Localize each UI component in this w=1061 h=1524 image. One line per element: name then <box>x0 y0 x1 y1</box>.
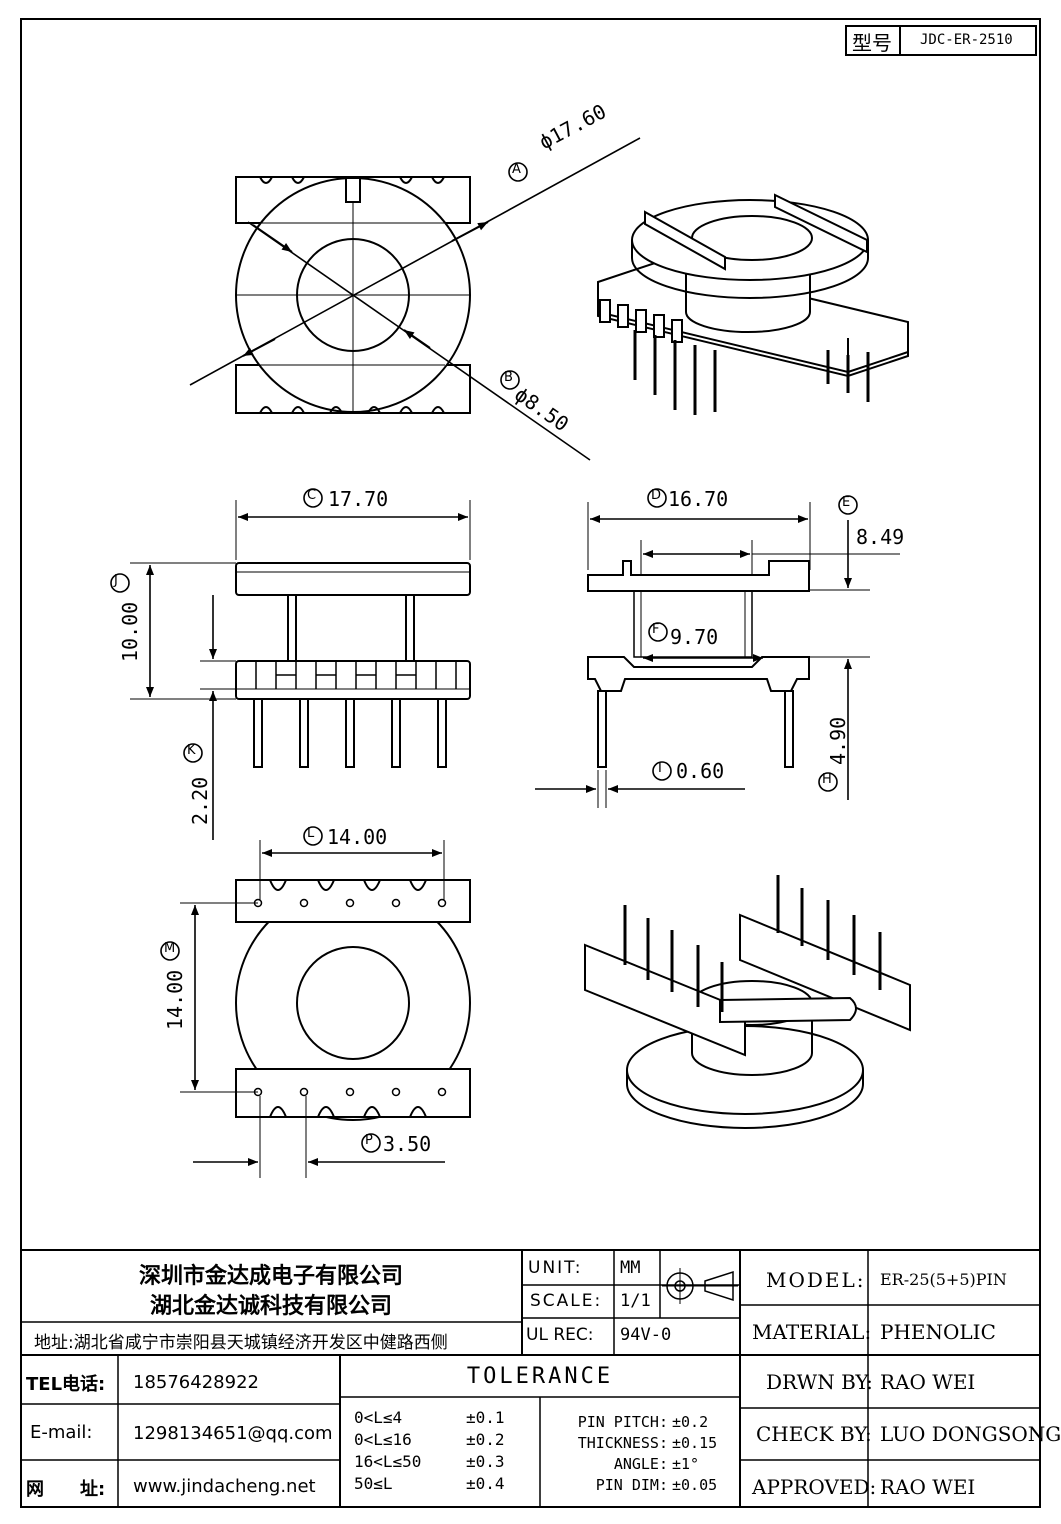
drawn-value: RAO WEI <box>880 1370 976 1394</box>
tolerance-row: 0<L≤4 ±0.1 <box>354 1408 530 1430</box>
isometric-view-bottom <box>584 875 911 1129</box>
company-name-1: 深圳市金达成电子有限公司 <box>138 1264 403 1289</box>
tel-label: TEL电话: <box>26 1374 106 1395</box>
isometric-view-top <box>597 193 909 415</box>
dim-E-letter: E <box>842 495 851 510</box>
web-value: www.jindacheng.net <box>133 1476 316 1497</box>
unit-label: UNIT: <box>528 1258 583 1278</box>
check-value: LUO DONGSONG <box>880 1422 1061 1446</box>
dim-C-value: 17.70 <box>328 487 389 511</box>
dim-L-value: 14.00 <box>327 825 388 849</box>
drawn-label: DRWN BY: <box>766 1370 873 1394</box>
tolerance-range: 0<L≤16 <box>354 1430 412 1449</box>
unit-value: MM <box>620 1258 641 1278</box>
tolerance-value: ±0.2 <box>466 1430 505 1449</box>
model-box <box>845 25 1037 56</box>
dim-I-value: 0.60 <box>676 759 725 783</box>
dim-E-value: 8.49 <box>856 525 905 549</box>
drawing-sheet <box>20 18 1041 1508</box>
check-label: CHECK BY: <box>756 1422 872 1446</box>
special-tol-label: PIN DIM: <box>595 1476 668 1494</box>
scale-value: 1/1 <box>620 1291 651 1311</box>
email-value: 1298134651@qq.com <box>133 1423 333 1444</box>
dim-F-value: 9.70 <box>670 625 719 649</box>
model-value: ER-25(5+5)PIN <box>880 1270 1007 1289</box>
dim-C-letter: C <box>307 488 317 503</box>
special-tol-value: ±0.2 <box>672 1413 709 1431</box>
tolerance-title: TOLERANCE <box>466 1364 614 1389</box>
dim-A-letter: A <box>512 162 521 177</box>
tolerance-value: ±0.3 <box>466 1452 505 1471</box>
approved-value: RAO WEI <box>880 1475 976 1499</box>
material-label: MATERIAL: <box>752 1320 872 1344</box>
special-tol-value: ±0.05 <box>672 1476 718 1494</box>
approved-label: APPROVED: <box>752 1475 877 1499</box>
tolerance-row: 16<L≤50 ±0.3 <box>354 1452 530 1474</box>
dim-F-letter: F <box>652 622 660 637</box>
dim-B-letter: B <box>504 370 513 385</box>
front-view <box>130 500 471 840</box>
tolerance-row: 0<L≤16 ±0.2 <box>354 1430 530 1452</box>
model-box-value: JDC-ER-2510 <box>920 32 1013 48</box>
bottom-view <box>180 840 471 1178</box>
dim-L-letter: L <box>307 826 315 841</box>
tolerance-list: 0<L≤4 ±0.1 0<L≤16 ±0.2 16<L≤50 ±0.3 50≤L… <box>354 1408 530 1496</box>
special-tol-label: THICKNESS: <box>577 1434 668 1452</box>
title-block-grid <box>20 1249 1041 1508</box>
email-label: E-mail: <box>30 1422 93 1443</box>
special-tol-row: PIN DIM: ±0.05 <box>544 1476 738 1497</box>
ulrec-label: UL REC: <box>526 1325 594 1345</box>
material-value: PHENOLIC <box>880 1320 996 1344</box>
tolerance-range: 0<L≤4 <box>354 1408 403 1427</box>
dim-J-letter: J <box>114 573 118 588</box>
dim-M-letter: M <box>164 941 176 956</box>
dim-H-value: 4.90 <box>826 716 850 765</box>
special-tol-label: ANGLE: <box>613 1455 668 1473</box>
special-tol-value: ±0.15 <box>672 1434 718 1452</box>
dim-P-value: 3.50 <box>383 1132 432 1156</box>
special-tolerance-list: PIN PITCH: ±0.2 THICKNESS: ±0.15 ANGLE: … <box>544 1413 738 1497</box>
dim-letter-circles <box>110 162 858 1153</box>
model-box-label: 型号 <box>852 31 892 55</box>
dim-I-letter: I <box>658 761 662 776</box>
dim-D-value: 16.70 <box>668 487 729 511</box>
special-tol-row: THICKNESS: ±0.15 <box>544 1434 738 1455</box>
web-label: 网 址: <box>26 1479 106 1500</box>
company-address: 地址:湖北省咸宁市崇阳县天城镇经济开发区中健路西侧 <box>34 1333 448 1353</box>
dim-P-letter: P <box>365 1133 373 1148</box>
dim-K-value: 2.20 <box>188 776 212 825</box>
tolerance-row: 50≤L ±0.4 <box>354 1474 530 1496</box>
dim-J-value: 10.00 <box>118 601 142 662</box>
tolerance-value: ±0.1 <box>466 1408 505 1427</box>
tolerance-value: ±0.4 <box>466 1474 505 1493</box>
company-name-2: 湖北金达诚科技有限公司 <box>149 1294 392 1319</box>
dim-K-letter: K <box>187 743 196 758</box>
tel-value: 18576428922 <box>133 1372 259 1393</box>
dim-M-value: 14.00 <box>163 969 187 1030</box>
special-tol-value: ±1° <box>672 1455 700 1473</box>
ulrec-value: 94V-0 <box>620 1325 672 1345</box>
tolerance-range: 50≤L <box>354 1474 393 1493</box>
side-view <box>535 502 900 808</box>
dim-H-letter: H <box>822 772 832 787</box>
special-tol-label: PIN PITCH: <box>577 1413 668 1431</box>
model-label: MODEL: <box>766 1268 866 1292</box>
tolerance-range: 16<L≤50 <box>354 1452 422 1471</box>
scale-label: SCALE: <box>530 1291 603 1311</box>
special-tol-row: PIN PITCH: ±0.2 <box>544 1413 738 1434</box>
special-tol-row: ANGLE: ±1° <box>544 1455 738 1476</box>
top-view <box>189 137 641 461</box>
dim-D-letter: D <box>651 488 662 503</box>
